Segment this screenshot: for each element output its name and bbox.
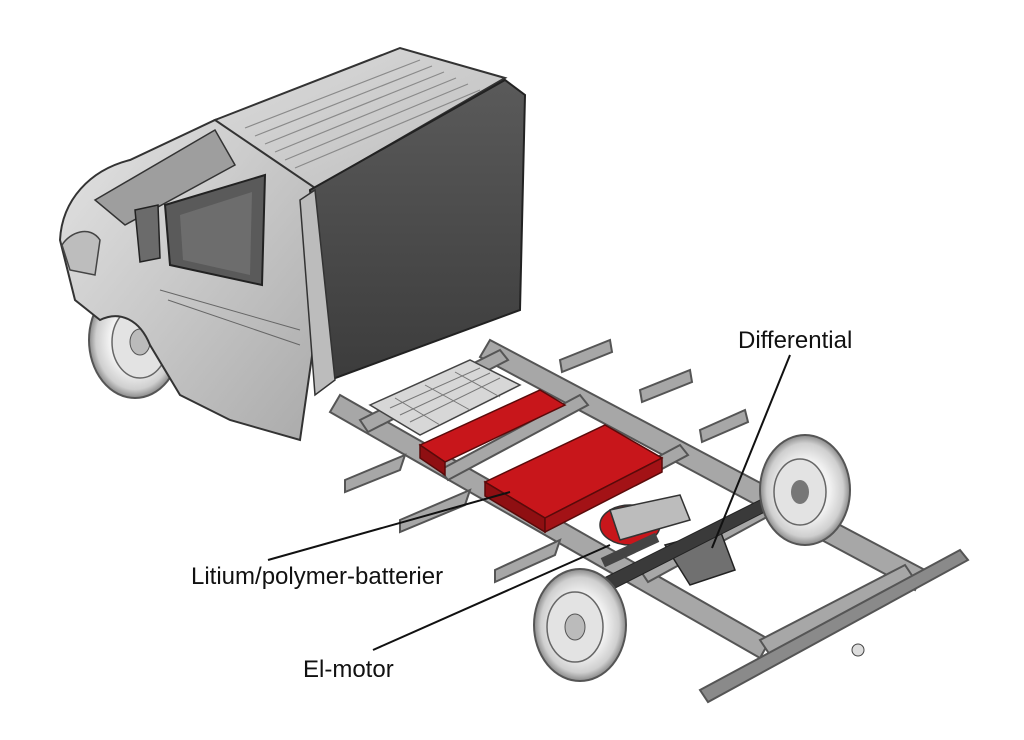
differential-label: Differential: [738, 327, 853, 354]
motor-label: El-motor: [303, 656, 394, 683]
batteries-label: Litium/polymer-batterier: [191, 563, 444, 590]
batteries-leader-line: [267, 491, 511, 561]
rear-right-wheel: [759, 434, 851, 546]
differential-leader-line: [711, 354, 791, 549]
tow-hitch: [851, 643, 865, 657]
van-cab: [58, 93, 332, 442]
lithium-polymer-batteries: [418, 389, 664, 534]
motor-leader-line: [372, 544, 611, 651]
rear-left-wheel: [533, 568, 627, 682]
auxiliary-battery-pack: [368, 359, 522, 436]
cargo-box: [212, 46, 527, 397]
differential: [559, 479, 809, 613]
electric-motor: [599, 494, 692, 568]
